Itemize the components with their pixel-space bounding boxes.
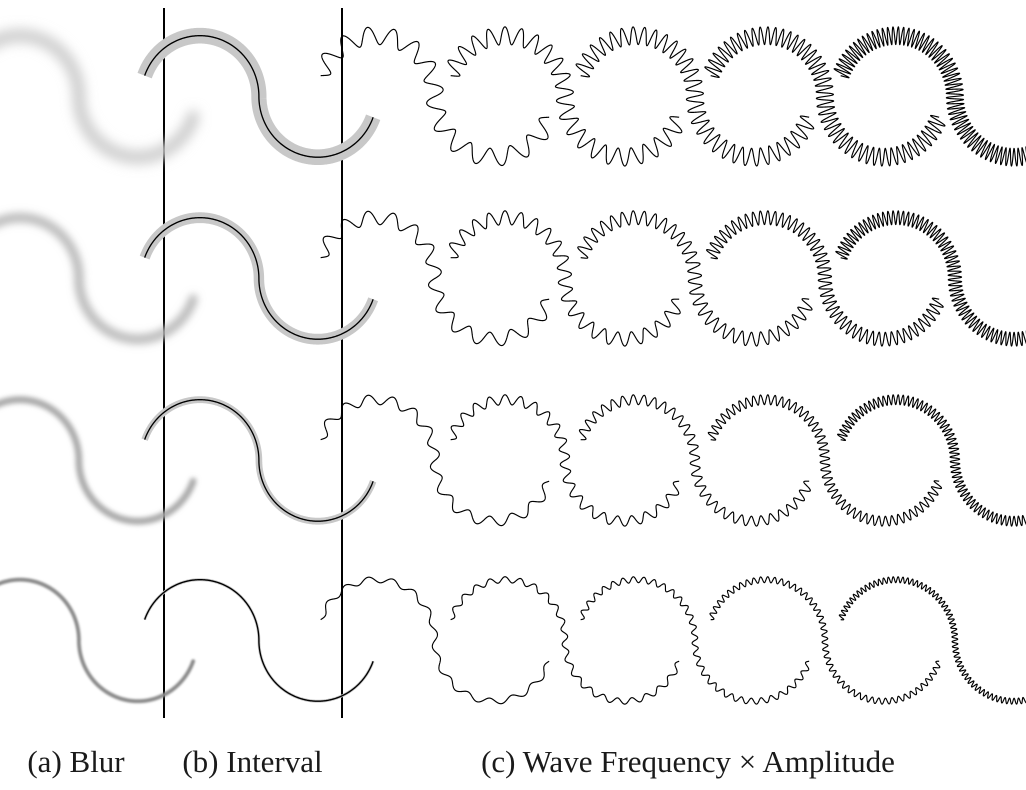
blur-curve-row-1 xyxy=(0,28,200,165)
wave-curve-r4-c5 xyxy=(838,576,1026,705)
wave-curve-r3-c3 xyxy=(578,394,811,527)
interval-centerline xyxy=(144,398,374,522)
blur-curve-row-4 xyxy=(0,577,196,704)
wave-curve-r2-c4 xyxy=(705,210,944,347)
wave-curve-r1-c2 xyxy=(447,26,683,167)
wave-curve-r2-c1 xyxy=(320,210,550,347)
interval-curve-row-1 xyxy=(137,27,381,166)
wave-curve-r3-c5 xyxy=(837,394,1026,527)
panel-interval xyxy=(137,27,381,703)
panel-wave xyxy=(320,26,1026,705)
wave-curve-r4-c3 xyxy=(580,576,810,705)
blur-curve-row-3 xyxy=(0,396,197,525)
caption-wave-frequency-amplitude: (c) Wave Frequency × Amplitude xyxy=(481,744,895,779)
wave-curve-r1-c1 xyxy=(320,26,550,167)
wave-curve-r2-c2 xyxy=(449,210,681,347)
wave-curve-r1-c5 xyxy=(833,26,1026,167)
wave-curve-r1-c4 xyxy=(704,26,946,167)
wave-curve-r2-c3 xyxy=(577,210,813,347)
caption-blur: (a) Blur xyxy=(27,744,125,779)
wave-curve-r4-c1 xyxy=(320,576,550,705)
wave-curve-r1-c3 xyxy=(575,26,815,167)
wave-curve-r3-c4 xyxy=(707,394,943,527)
wave-curve-r3-c2 xyxy=(450,394,680,527)
interval-curve-row-2 xyxy=(139,212,379,345)
caption-interval: (b) Interval xyxy=(182,744,323,779)
panel-blur xyxy=(0,28,200,704)
blur-curve-row-2 xyxy=(0,212,198,345)
interval-centerline xyxy=(144,578,374,702)
interval-centerline xyxy=(144,34,374,158)
interval-curve-row-4 xyxy=(143,578,375,703)
interval-centerline xyxy=(144,216,374,340)
wave-curve-r4-c4 xyxy=(709,576,941,705)
wave-curve-r2-c5 xyxy=(835,210,1026,347)
wave-curve-r4-c2 xyxy=(450,576,680,705)
interval-curve-row-3 xyxy=(141,396,377,525)
wave-curve-r3-c1 xyxy=(320,394,550,527)
